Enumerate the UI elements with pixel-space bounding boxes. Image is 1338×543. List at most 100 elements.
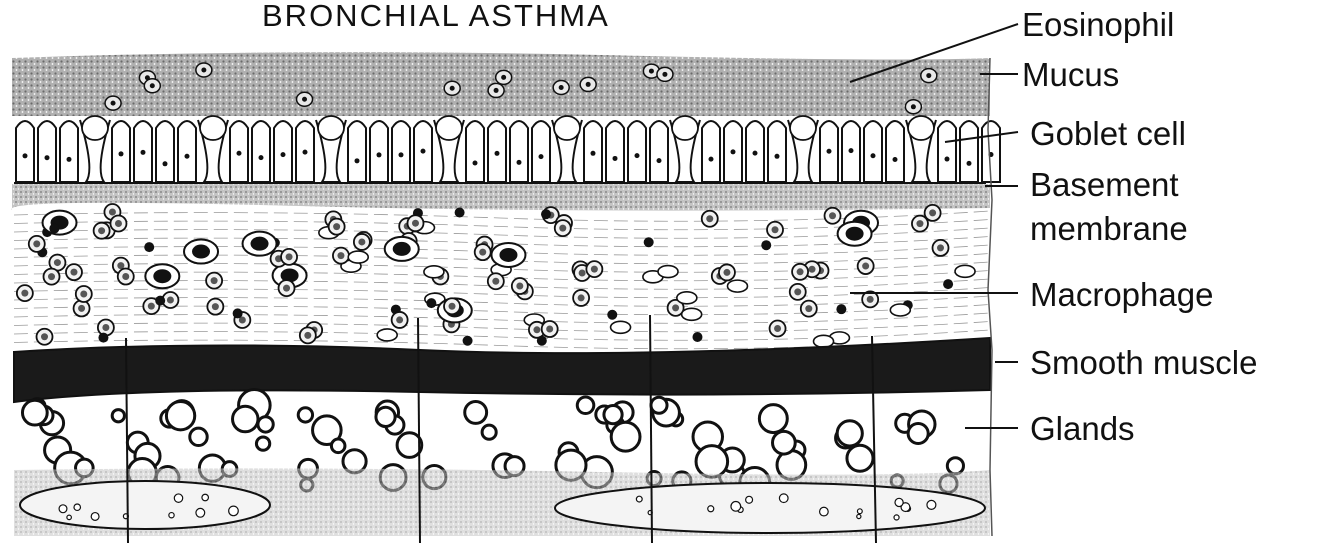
- eosinophil-granules: [578, 294, 585, 301]
- mucus-cell-nucleus: [501, 75, 506, 80]
- plasma-cell: [814, 335, 834, 347]
- cell-nucleus: [635, 153, 640, 158]
- lymphocyte-cell: [943, 279, 953, 289]
- plasma-cell: [348, 251, 368, 263]
- lymphocyte-cell: [155, 296, 165, 306]
- columnar-cell: [938, 121, 956, 182]
- eosinophil-granules: [98, 227, 105, 234]
- columnar-cell: [348, 121, 366, 182]
- macrophage-nucleus: [251, 237, 269, 251]
- columnar-cell: [960, 121, 978, 182]
- vessel-cell: [857, 509, 862, 514]
- gland-acinus: [233, 406, 258, 431]
- eosinophil-granules: [723, 269, 730, 276]
- cell-nucleus: [893, 157, 898, 162]
- label-smooth-muscle: Smooth muscle: [1030, 346, 1257, 379]
- gland-acinus: [577, 397, 594, 414]
- gland-acinus: [166, 402, 194, 430]
- eosinophil-granules: [396, 316, 403, 323]
- columnar-cell: [864, 121, 882, 182]
- vessel-cell: [91, 513, 99, 521]
- lymphocyte-cell: [836, 304, 846, 314]
- cell-nucleus: [473, 160, 478, 165]
- gland-acinus: [908, 423, 928, 443]
- gland-acinus: [847, 445, 873, 471]
- gland-acinus: [651, 397, 667, 413]
- eosinophil-granules: [283, 285, 290, 292]
- columnar-cell: [702, 121, 720, 182]
- gland-acinus: [256, 437, 269, 450]
- inflammatory-cells: [17, 204, 975, 347]
- goblet-vacuole: [82, 116, 108, 140]
- vessel-cell: [820, 507, 829, 516]
- cell-nucleus: [775, 154, 780, 159]
- goblet-vacuole: [672, 116, 698, 140]
- eosinophil-granules: [516, 283, 523, 290]
- vessel-cell: [74, 504, 80, 510]
- vessel-cell: [895, 498, 903, 506]
- plasma-cell: [955, 265, 975, 277]
- eosinophil-granules: [212, 303, 219, 310]
- cell-nucleus: [399, 152, 404, 157]
- mucus-cell-nucleus: [450, 86, 455, 91]
- eosinophil-granules: [54, 259, 61, 266]
- eosinophil-granules: [102, 324, 109, 331]
- cell-nucleus: [377, 152, 382, 157]
- lymphocyte-cell: [692, 332, 702, 342]
- cell-nucleus: [259, 155, 264, 160]
- eosinophil-granules: [579, 269, 586, 276]
- vessel-cell: [174, 494, 182, 502]
- gland-acinus: [376, 407, 395, 426]
- eosinophil-granules: [591, 266, 598, 273]
- mucus-cell-nucleus: [111, 101, 116, 106]
- gland-acinus: [696, 446, 728, 478]
- columnar-cell: [274, 121, 292, 182]
- eosinophil-granules: [797, 268, 804, 275]
- eosinophil-granules: [21, 290, 28, 297]
- cell-nucleus: [945, 157, 950, 162]
- columnar-cell: [532, 121, 550, 182]
- vessel-cell: [229, 506, 239, 516]
- label-macrophage: Macrophage: [1030, 278, 1213, 311]
- cell-nucleus: [613, 156, 618, 161]
- macrophage-nucleus: [846, 227, 864, 241]
- gland-acinus: [947, 458, 963, 474]
- plasma-cell: [611, 321, 631, 333]
- cell-nucleus: [657, 158, 662, 163]
- eosinophil-granules: [805, 305, 812, 312]
- eosinophil-granules: [48, 273, 55, 280]
- eosinophil-granules: [70, 269, 77, 276]
- gland-acinus: [837, 421, 862, 446]
- columnar-cell: [156, 121, 174, 182]
- goblet-vacuole: [554, 116, 580, 140]
- eosinophil-granules: [479, 249, 486, 256]
- gland-acinus: [465, 401, 487, 423]
- cell-nucleus: [163, 161, 168, 166]
- plasma-cell: [377, 329, 397, 341]
- eosinophil-granules: [862, 263, 869, 270]
- gland-acinus: [773, 431, 796, 454]
- eosinophil-granules: [672, 304, 679, 311]
- cell-nucleus: [539, 154, 544, 159]
- eosinophil-granules: [794, 288, 801, 295]
- columnar-cell: [370, 121, 388, 182]
- columnar-cell: [510, 121, 528, 182]
- gland-acinus: [112, 410, 124, 422]
- eosinophil-granules: [304, 332, 311, 339]
- eosinophil-granules: [829, 212, 836, 219]
- columnar-cell: [466, 121, 484, 182]
- cell-nucleus: [731, 149, 736, 154]
- smooth-muscle-band: [14, 338, 990, 402]
- cell-nucleus: [517, 160, 522, 165]
- columnar-cell: [886, 121, 904, 182]
- lymphocyte-cell: [644, 237, 654, 247]
- label-basement-membrane-line2: membrane: [1030, 212, 1188, 245]
- gland-acinus: [604, 405, 622, 423]
- vessel-right: [555, 483, 985, 533]
- vessel-cell: [779, 494, 788, 503]
- label-glands: Glands: [1030, 412, 1135, 445]
- vessel-cell: [67, 515, 71, 519]
- columnar-cell: [178, 121, 196, 182]
- cell-nucleus: [303, 150, 308, 155]
